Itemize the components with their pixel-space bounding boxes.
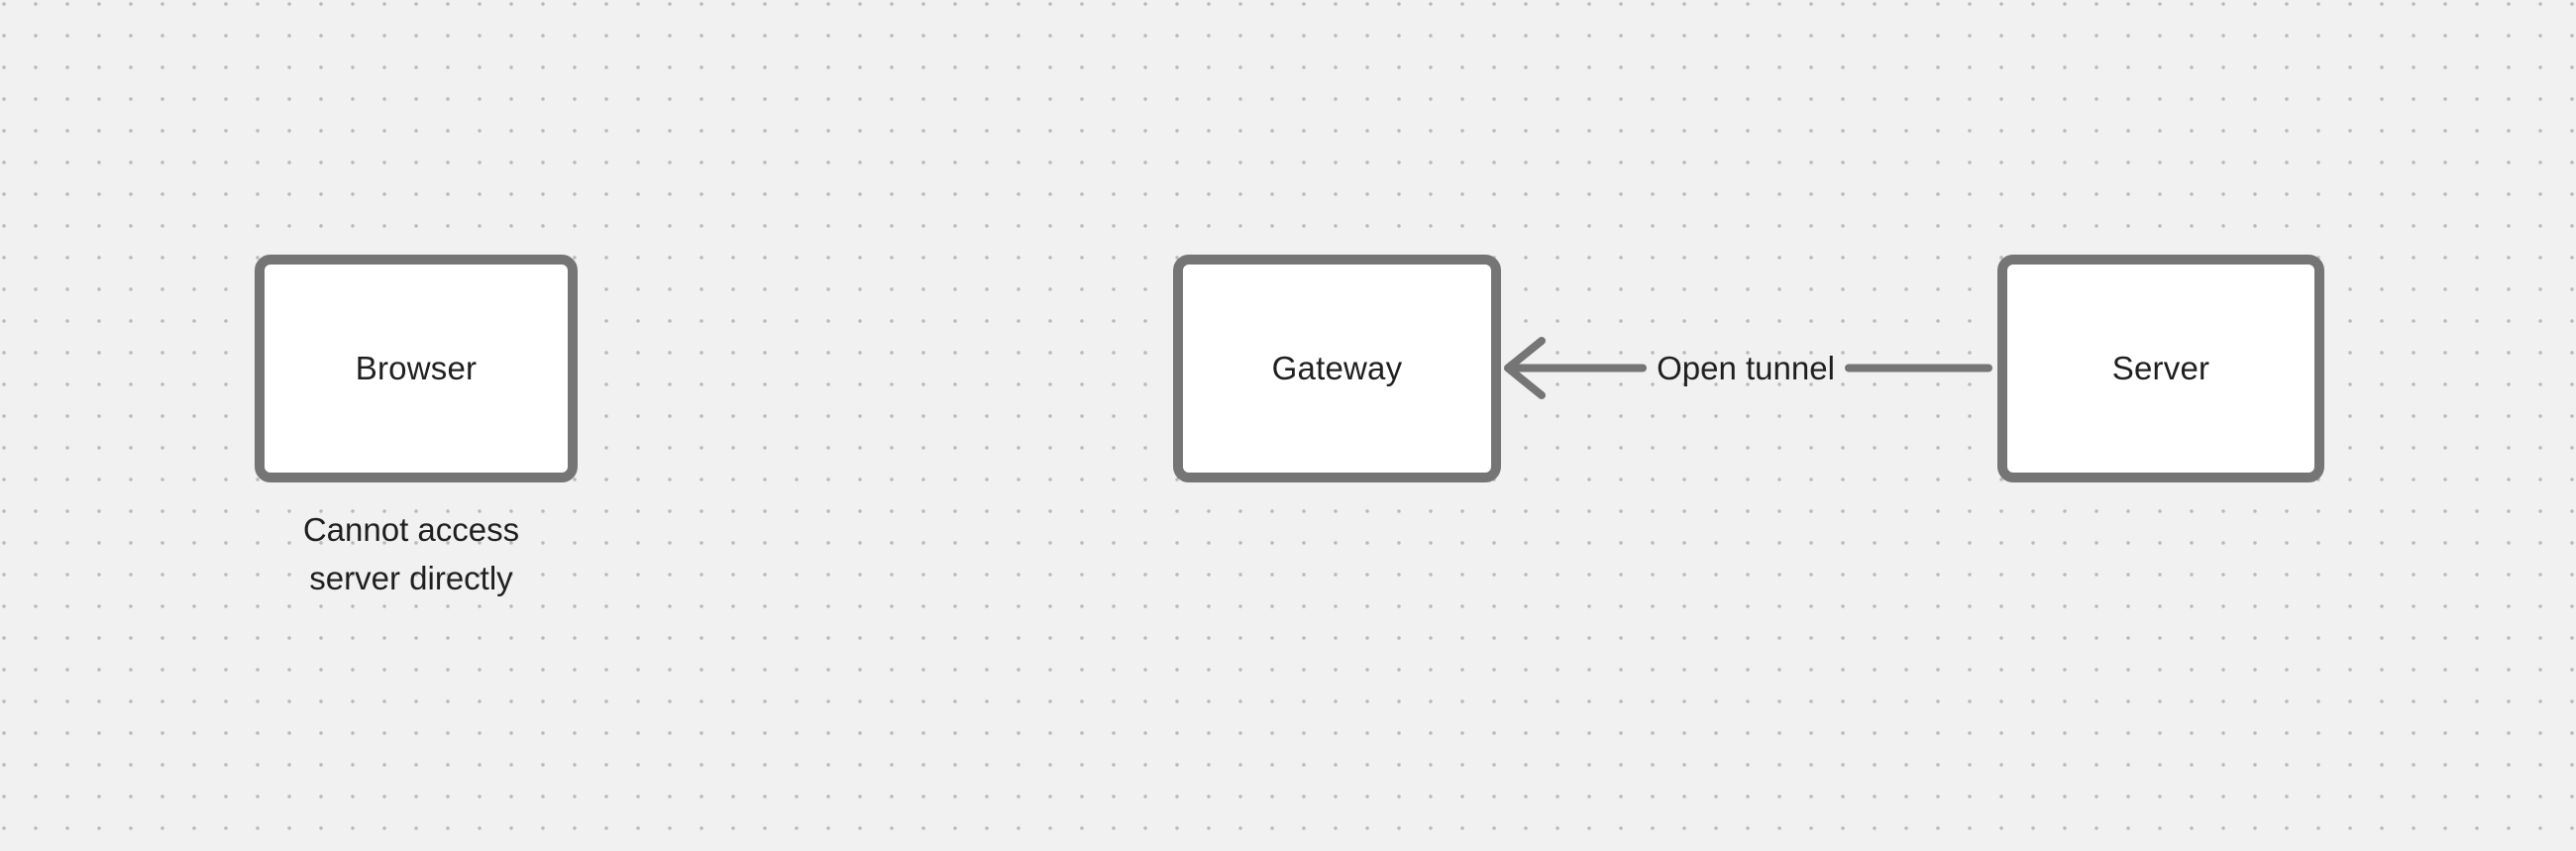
node-server[interactable]: Server [1997,255,2324,482]
arrow-head-icon [1504,337,1546,399]
node-server-label: Server [2111,350,2210,386]
node-gateway[interactable]: Gateway [1173,255,1501,482]
edge-label-open-tunnel[interactable]: Open tunnel [1657,350,1835,386]
note-cannot-access[interactable]: Cannot access server directly [302,511,520,596]
node-browser[interactable]: Browser [255,255,578,482]
node-gateway-label: Gateway [1271,350,1403,386]
node-browser-label: Browser [355,350,478,386]
